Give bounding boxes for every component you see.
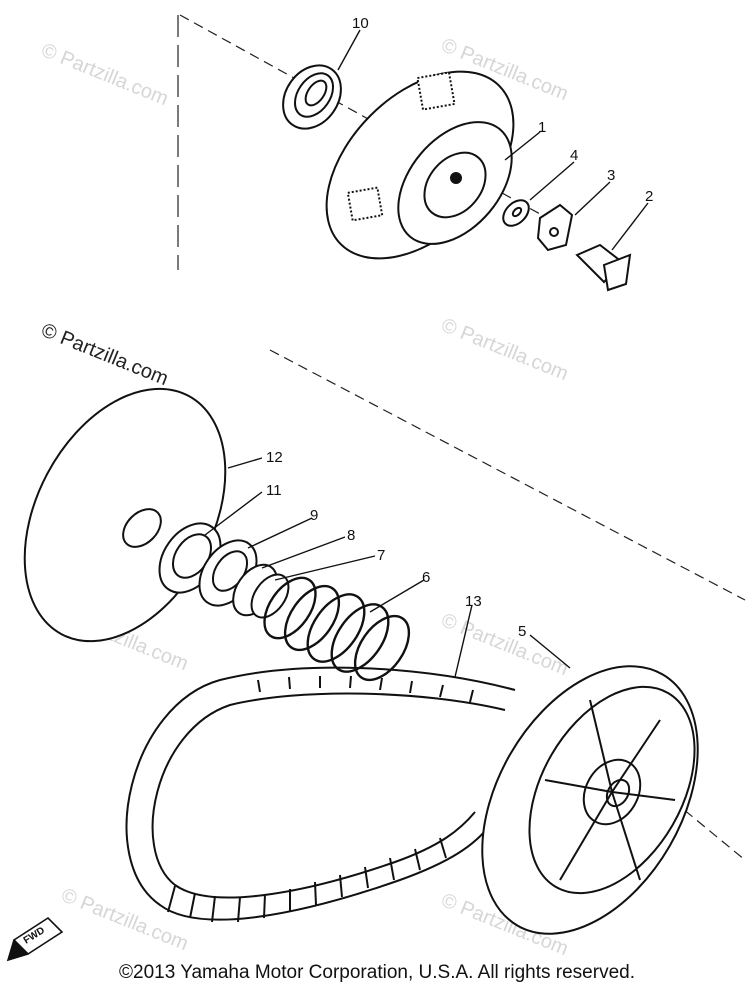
- callout-11: 11: [266, 482, 282, 499]
- fwd-arrow: FWD: [6, 916, 64, 962]
- part-13-v-belt: [125, 666, 516, 923]
- callout-10: 10: [352, 15, 369, 32]
- callout-7: 7: [377, 547, 385, 564]
- watermark-dark: © Partzilla.com: [38, 319, 171, 390]
- callout-4: 4: [570, 147, 578, 164]
- part-10-oil-seal: [282, 64, 342, 130]
- part-3-lock-washer: [536, 203, 574, 252]
- axis-line-middle: [269, 349, 746, 601]
- callout-3: 3: [607, 167, 615, 184]
- leader-lines: [204, 29, 649, 678]
- watermark: © Partzilla.com: [38, 39, 171, 110]
- part-4-washer: [502, 199, 530, 227]
- callout-8: 8: [347, 527, 355, 544]
- callout-6: 6: [422, 569, 430, 586]
- copyright-text: ©2013 Yamaha Motor Corporation, U.S.A. A…: [119, 962, 635, 983]
- part-1-fixed-sheave: [325, 70, 515, 260]
- callout-labels: 10 1 4 3 2 12 11 9 8 7 6 13 5: [266, 15, 653, 640]
- callout-2: 2: [645, 188, 653, 205]
- watermark: © Partzilla.com: [438, 609, 571, 680]
- callout-13: 13: [465, 593, 482, 610]
- part-6-spring: [263, 576, 411, 682]
- part-12-sliding-sheave: [23, 387, 227, 643]
- part-2-bolt: [575, 243, 632, 292]
- watermark: © Partzilla.com: [58, 884, 191, 955]
- callout-1: 1: [538, 119, 546, 136]
- part-5-secondary-sheave: [481, 665, 699, 935]
- part-7-washer: [250, 573, 290, 619]
- callout-12: 12: [266, 449, 283, 466]
- callout-5: 5: [518, 623, 526, 640]
- callout-9: 9: [310, 507, 318, 524]
- watermark: © Partzilla.com: [438, 314, 571, 385]
